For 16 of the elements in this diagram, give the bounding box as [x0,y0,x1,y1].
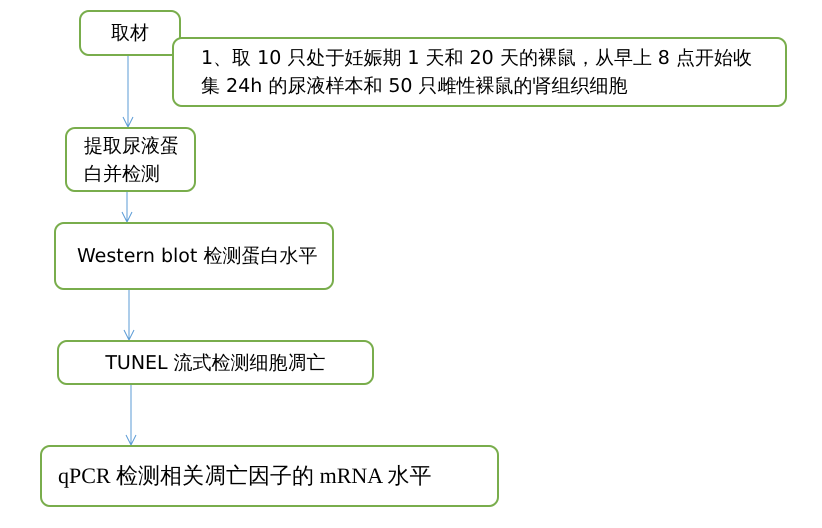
arrow [122,192,132,222]
note-text: 1、取 10 只处于妊娠期 1 天和 20 天的裸鼠，从早上 8 点开始收集 24h 的尿液样本和 50 只雌性裸鼠的肾组织细胞 [201,46,753,99]
process-box [57,340,374,385]
arrow [122,56,134,128]
step-text: TUNEL 流式检测细胞凋亡 [104,350,327,376]
step-text: 提取尿液蛋白并检测 [84,134,180,186]
step-text: Western blot 检测蛋白水平 [77,244,318,269]
step-text: 取材 [110,21,150,45]
step-text: qPCR 检测相关凋亡因子的 mRNA 水平 [58,462,432,490]
process-box [40,445,499,507]
arrow [124,290,134,340]
note-box [172,37,787,107]
process-box [65,127,196,192]
process-box [54,222,334,290]
arrow [126,384,136,446]
process-box [79,10,181,56]
